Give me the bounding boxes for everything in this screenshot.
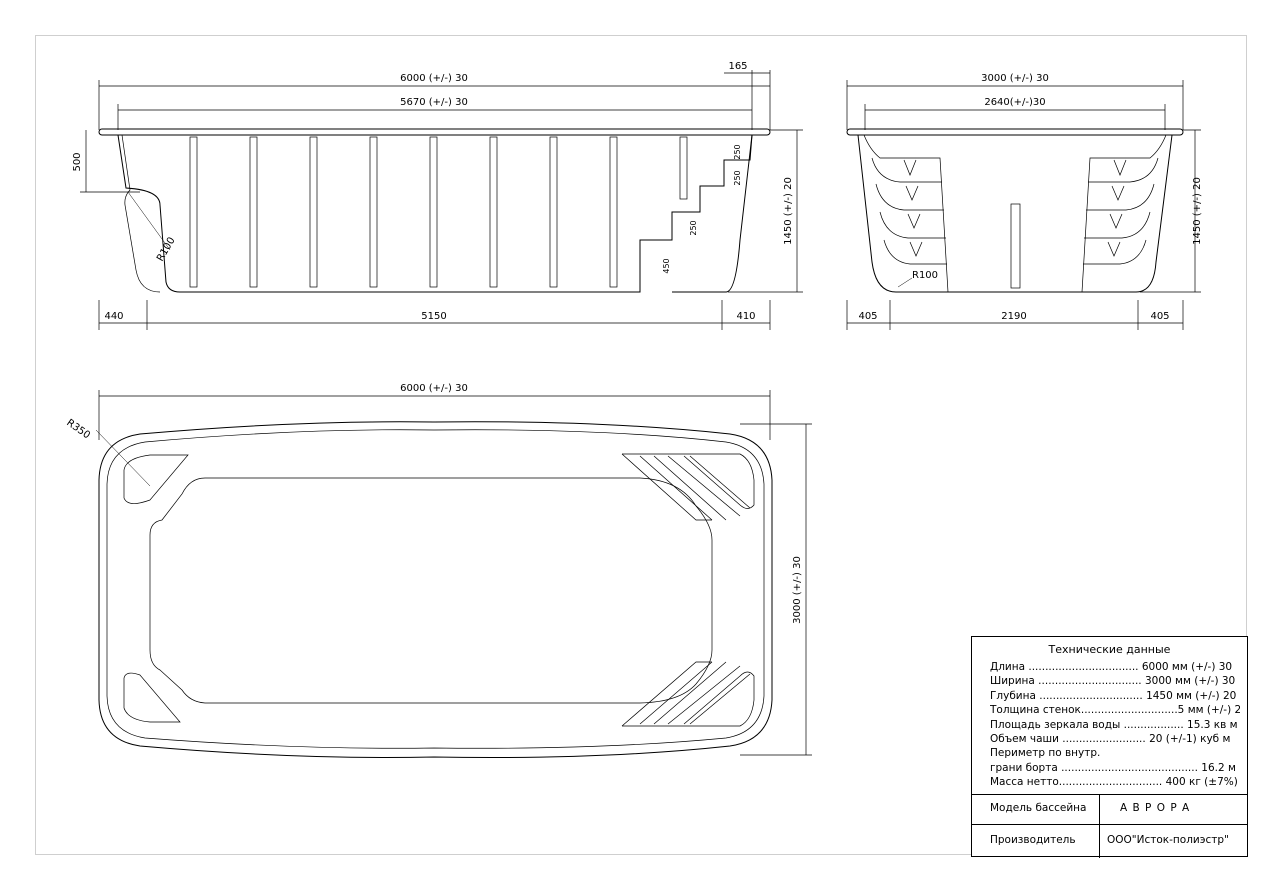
side-outline-right <box>672 134 753 293</box>
spec-row-mass: Масса нетто.............................… <box>990 776 1238 789</box>
side-outline-inner <box>117 134 753 293</box>
end-bottom-right: 405 <box>1150 311 1169 322</box>
side-bottom-left: 440 <box>104 311 123 322</box>
drawing-frame <box>35 35 1247 855</box>
side-view: 6000 (+/-) 30 5670 (+/-) 30 165 500 <box>72 61 803 330</box>
end-outline-right-steps <box>1081 134 1167 293</box>
spec-table: Технические данные Длина ...............… <box>971 636 1248 858</box>
dim-inner-length: 5670 (+/-) 30 <box>400 97 468 108</box>
spec-divider-vertical <box>1099 794 1100 858</box>
plan-basin <box>149 477 713 704</box>
end-step-lines <box>871 157 1159 265</box>
spec-row-perimeter: грани борта ............................… <box>990 761 1236 774</box>
spec-maker-value: ООО"Исток-полиэстр" <box>1107 834 1229 846</box>
spec-row-length: Длина ................................. … <box>990 661 1233 673</box>
step-height-2: 250 <box>733 170 742 185</box>
spec-row-volume: Объем чаши ......................... 20 … <box>990 732 1231 745</box>
plan-right-top-steps <box>621 453 755 521</box>
plan-right-bottom-steps <box>621 661 755 727</box>
side-rim <box>98 128 771 136</box>
end-center-rib <box>1010 203 1021 289</box>
plan-dim-total-width: 3000 (+/-) 30 <box>792 556 803 624</box>
dim-total-length: 6000 (+/-) 30 <box>400 73 468 84</box>
plan-rim-outer <box>98 421 773 759</box>
side-radius-label: R100 <box>155 235 178 263</box>
spec-row-perimeter-label: Периметр по внутр. <box>990 747 1101 760</box>
spec-model-label: Модель бассейна <box>990 802 1087 814</box>
end-bottom-left: 405 <box>858 311 877 322</box>
dim-rim-offset: 165 <box>728 61 747 72</box>
end-radius-label: R100 <box>912 270 938 281</box>
spec-row-width: Ширина ............................... 3… <box>990 675 1236 688</box>
end-dim-inner-width: 2640(+/-)30 <box>984 97 1045 108</box>
end-dim-total-width: 3000 (+/-) 30 <box>981 73 1049 84</box>
dim-depth-top: 500 <box>72 152 83 171</box>
spec-maker-label: Производитель <box>990 834 1076 846</box>
spec-divider-2 <box>972 824 1247 825</box>
side-ribs <box>189 136 688 288</box>
end-outline-outer <box>857 134 1173 293</box>
end-view: 3000 (+/-) 30 2640(+/-)30 <box>846 73 1203 330</box>
plan-corner-radius: R350 <box>64 417 92 441</box>
plan-rim-inner <box>106 429 765 749</box>
side-outline-wall <box>121 134 161 293</box>
plan-view: 6000 (+/-) 30 3000 (+/-) 30 <box>64 383 812 759</box>
end-dim-depth-total: 1450 (+/-) 20 <box>1192 177 1203 245</box>
plan-left-bottom-step <box>123 672 181 723</box>
spec-model-value: А В Р О Р А <box>1120 802 1191 814</box>
end-rim <box>846 128 1184 136</box>
side-dim-depth-total: 1450 (+/-) 20 <box>783 177 794 245</box>
spec-divider-1 <box>972 794 1247 795</box>
plan-dim-total-length: 6000 (+/-) 30 <box>400 383 468 394</box>
spec-row-depth: Глубина ............................... … <box>990 689 1237 702</box>
end-bottom-middle: 2190 <box>1001 311 1026 322</box>
spec-row-wall-thickness: Толщина стенок..........................… <box>990 704 1240 717</box>
plan-left-top-step <box>123 454 189 504</box>
spec-row-water-area: Площадь зеркала воды .................. … <box>990 718 1238 731</box>
side-bottom-right: 410 <box>736 311 755 322</box>
spec-title: Технические данные <box>1048 643 1171 656</box>
step-height-1: 250 <box>733 144 742 159</box>
end-outline-left-steps <box>863 134 949 293</box>
step-height-3: 250 <box>689 220 698 235</box>
step-height-4: 450 <box>662 258 671 273</box>
side-bottom-middle: 5150 <box>421 311 446 322</box>
spec-rows: Длина ................................. … <box>990 660 1240 790</box>
